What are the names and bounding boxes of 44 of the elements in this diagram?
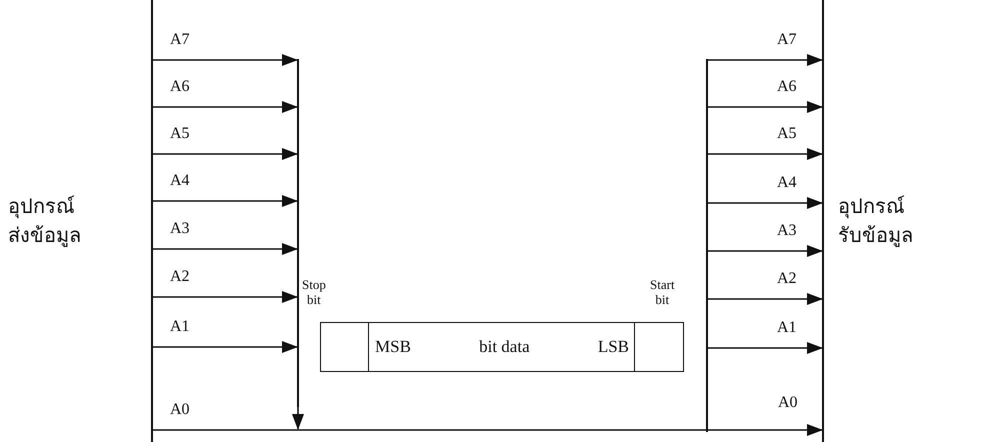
edge-label: A1 (170, 318, 190, 336)
arrow (153, 341, 298, 353)
arrow (153, 243, 298, 255)
arrow (153, 424, 823, 436)
arrow (708, 293, 823, 305)
arrow (708, 101, 823, 113)
field-label: LSB (598, 337, 629, 357)
arrow (708, 342, 823, 354)
edge-label: A1 (777, 319, 797, 337)
bit-field (320, 322, 370, 372)
edge-label: A6 (777, 78, 797, 96)
bit-label: Start bit (650, 278, 675, 308)
bus-line (297, 59, 299, 407)
arrow (708, 245, 823, 257)
field-label: MSB (375, 337, 411, 357)
edge-label: A2 (170, 268, 190, 286)
edge-label: A0 (170, 401, 190, 419)
bus-line (706, 59, 708, 432)
bit-label: Stop bit (302, 278, 326, 308)
edge-label: A3 (170, 220, 190, 238)
edge-label: A7 (777, 31, 797, 49)
arrow (708, 148, 823, 160)
field-label: bit data (479, 337, 530, 357)
arrow (153, 101, 298, 113)
device-label: อุปกรณ์ ส่งข้อมูล (8, 193, 82, 249)
edge-label: A5 (777, 125, 797, 143)
edge-label: A4 (170, 172, 190, 190)
arrow (292, 407, 304, 430)
edge-label: A3 (777, 222, 797, 240)
signal-label: A0 (778, 394, 798, 412)
edge-label: A7 (170, 31, 190, 49)
edge-label: A2 (777, 270, 797, 288)
arrow (708, 54, 823, 66)
arrow (153, 148, 298, 160)
bit-field (634, 322, 684, 372)
edge-label: A5 (170, 125, 190, 143)
edge-label: A6 (170, 78, 190, 96)
arrow (153, 195, 298, 207)
device-label: อุปกรณ์ รับข้อมูล (838, 193, 914, 249)
edge-label: A4 (777, 174, 797, 192)
data-field (368, 322, 636, 372)
arrow (153, 54, 298, 66)
arrow (153, 291, 298, 303)
arrow (708, 197, 823, 209)
